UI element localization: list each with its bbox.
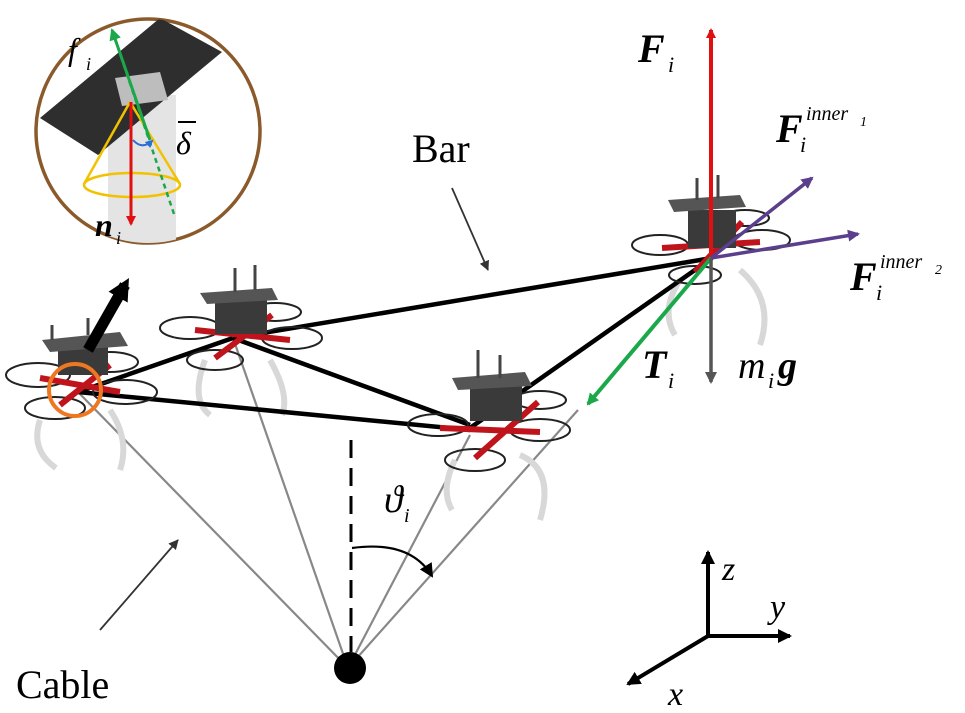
inner-force-2-arrow (710, 229, 860, 260)
inner2-label-sup-sub: 2 (935, 263, 942, 278)
bar-4 (77, 389, 471, 433)
cable-2 (231, 337, 350, 669)
coordinate-frame (626, 550, 792, 686)
bar-3 (232, 335, 471, 428)
inner-force-1-arrow (709, 176, 814, 260)
inner2-label-sup: inner (880, 251, 922, 273)
inner1-label-main: F (775, 106, 803, 151)
tension-label-sub: i (668, 368, 674, 393)
inset (34, 17, 262, 245)
force-label-main: F (637, 26, 665, 71)
gravity-label-sub: i (768, 368, 774, 393)
bar-pointer-arrow (451, 187, 489, 271)
inner1-label-sub: i (800, 132, 806, 157)
inner1-label-sup: inner (806, 103, 848, 125)
inner1-label-sup-sub: 1 (860, 115, 867, 130)
drone-3 (407, 350, 571, 472)
inset-n-sub: i (116, 228, 121, 248)
cable-pointer-arrow (99, 539, 179, 631)
tension-label-main: T (642, 342, 668, 387)
z-axis-label: z (721, 551, 735, 588)
y-axis-label: y (767, 589, 786, 626)
angle-arc (351, 545, 434, 578)
inset-thrust-arrow (109, 28, 152, 141)
gravity-label-g: g (777, 345, 797, 387)
inset-delta-label: δ (176, 125, 192, 161)
inset-pointer-arrow (83, 278, 130, 353)
x-axis-arrow (626, 634, 710, 686)
bar-2 (232, 255, 713, 341)
inner2-label-main: F (849, 254, 877, 299)
gravity-label-m: m (738, 345, 765, 387)
drone-2 (159, 265, 323, 371)
inset-f-sub: i (86, 54, 91, 74)
angle-label-main: ϑ (384, 479, 405, 521)
x-axis-label: x (667, 676, 683, 713)
bars (77, 255, 714, 433)
force-label-sub: i (668, 52, 674, 77)
inset-angle-arc (132, 139, 154, 148)
inset-n-label: n (95, 207, 113, 243)
cable-4 (347, 409, 579, 669)
cable-label: Cable (16, 662, 109, 707)
drone-1 (5, 318, 158, 420)
inner2-label-sub: i (876, 280, 882, 305)
bar-label: Bar (412, 126, 470, 171)
anchor-point (334, 652, 366, 684)
angle-label-sub: i (404, 505, 410, 527)
highlight-circle (47, 362, 103, 418)
tension-arrow (586, 256, 713, 406)
